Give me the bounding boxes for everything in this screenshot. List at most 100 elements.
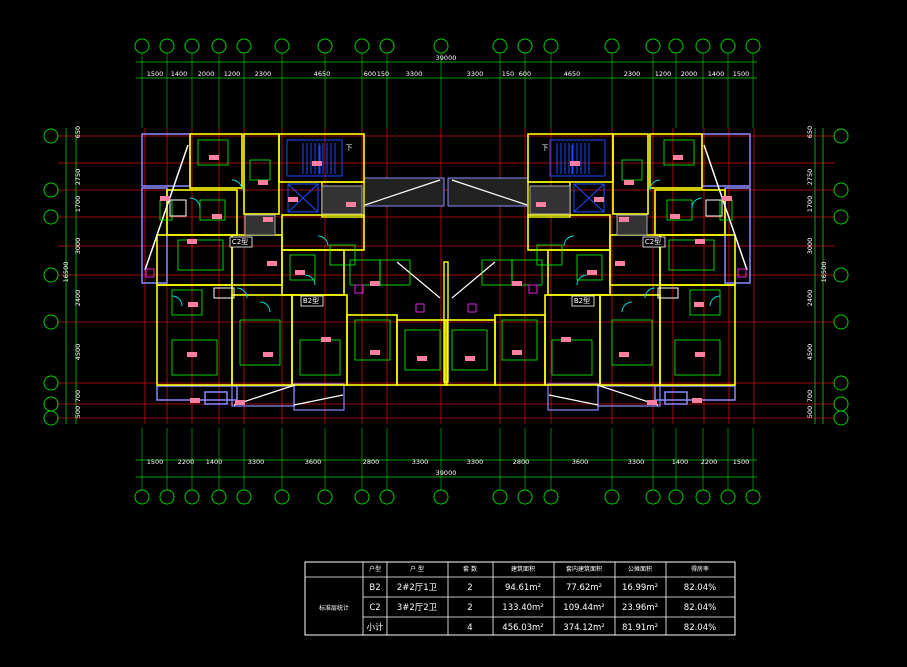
axis-bubble-top (517, 38, 533, 54)
room-tag (695, 239, 705, 244)
room-tag (624, 180, 634, 185)
dimension-segment-top: 3300 (467, 70, 484, 78)
furniture (501, 319, 538, 361)
room-tag (295, 270, 305, 275)
dimension-segment-bottom: 2200 (178, 458, 195, 466)
wall (547, 249, 611, 296)
furniture (576, 254, 603, 281)
furniture (329, 244, 356, 266)
furniture (689, 289, 721, 316)
room-tag (212, 214, 222, 219)
axis-bubble-top (211, 38, 227, 54)
window-frame (654, 385, 736, 401)
column (657, 287, 679, 299)
axis-bubble-top (134, 38, 150, 54)
diagonal (396, 261, 441, 299)
axis-bubble-top (159, 38, 175, 54)
wall (444, 319, 496, 386)
axis-bubble-top (745, 38, 761, 54)
dimension-segment-right: 650 (806, 126, 814, 138)
room-tag (258, 180, 268, 185)
door-arc (171, 295, 183, 307)
balcony-diagonal (293, 394, 344, 406)
axis-bubble-top (604, 38, 620, 54)
area-table-header: 公摊面积 (628, 565, 652, 573)
balcony-diagonal (703, 144, 748, 271)
door-arc (649, 179, 661, 191)
room-tag (512, 281, 522, 286)
dimension-segment-left: 2750 (74, 169, 82, 186)
corridor-diagonal (451, 179, 528, 206)
furniture (239, 319, 281, 366)
dimension-segment-bottom: 1500 (733, 458, 750, 466)
wall (649, 133, 703, 189)
window-frame (156, 385, 238, 401)
door-arc (304, 274, 316, 286)
unit-label: B2型 (574, 296, 590, 305)
unit-label: B2型 (303, 296, 319, 305)
column-marker (354, 284, 364, 294)
axis-bubble-bottom (543, 489, 559, 505)
furniture (354, 319, 391, 361)
unit-label: C2型 (232, 237, 248, 246)
wall (599, 294, 661, 386)
axis-bubble-bottom (134, 489, 150, 505)
stair (286, 139, 343, 177)
axis-bubble-bottom (492, 489, 508, 505)
room-tag (312, 161, 322, 166)
wall (659, 284, 736, 386)
dimension-segment-bottom: 3300 (412, 458, 429, 466)
wall (527, 133, 614, 183)
axis-bubble-left (43, 314, 59, 330)
furniture (451, 329, 488, 371)
area-table-cell: 2#2厅1卫 (397, 583, 438, 593)
room-tag (722, 196, 732, 201)
furniture (171, 339, 218, 376)
room-tag (188, 302, 198, 307)
room-tag (263, 352, 273, 357)
axis-bubble-right (833, 375, 849, 391)
axis-bubble-bottom (379, 489, 395, 505)
room-tag (160, 196, 170, 201)
dimension-segment-top: 1500 (147, 70, 164, 78)
dimension-segment-bottom: 3300 (628, 458, 645, 466)
furniture (551, 339, 593, 376)
wall (281, 249, 345, 296)
dimension-total-bottom: 39000 (436, 469, 457, 477)
area-table-header: 建筑面积 (511, 565, 535, 573)
door-arc (317, 235, 329, 247)
axis-bubble-left (43, 410, 59, 426)
wall (278, 133, 365, 183)
dimension-segment-top: 150 (377, 70, 389, 78)
room-tag (587, 270, 597, 275)
balcony-diagonal (548, 394, 599, 406)
unit-label-box (229, 236, 253, 248)
axis-bubble-left (43, 396, 59, 412)
door-arc (576, 274, 588, 286)
stair (549, 139, 606, 177)
furniture (663, 139, 695, 166)
area-table-cell: 82.04% (684, 603, 716, 613)
furniture (404, 329, 441, 371)
axis-bubble-bottom (720, 489, 736, 505)
area-table-cell: 374.12m² (563, 623, 604, 633)
dimension-segment-top: 1200 (224, 70, 241, 78)
axis-bubble-top (274, 38, 290, 54)
furniture (379, 259, 411, 286)
axis-bubble-right (833, 209, 849, 225)
dimension-segment-right: 2750 (806, 169, 814, 186)
axis-bubble-right (833, 314, 849, 330)
axis-bubble-bottom (695, 489, 711, 505)
axis-bubble-right (833, 410, 849, 426)
axis-bubble-right (833, 267, 849, 283)
area-table-cell: 456.03m² (502, 623, 543, 633)
furniture (481, 259, 513, 286)
wall (654, 189, 726, 236)
unit-label-box (642, 236, 666, 248)
wall (443, 261, 449, 383)
dimension-segment-top: 150 (502, 70, 514, 78)
axis-bubble-bottom (433, 489, 449, 505)
dimension-segment-bottom: 1400 (206, 458, 223, 466)
shaft (321, 185, 363, 215)
axis-bubble-top (317, 38, 333, 54)
